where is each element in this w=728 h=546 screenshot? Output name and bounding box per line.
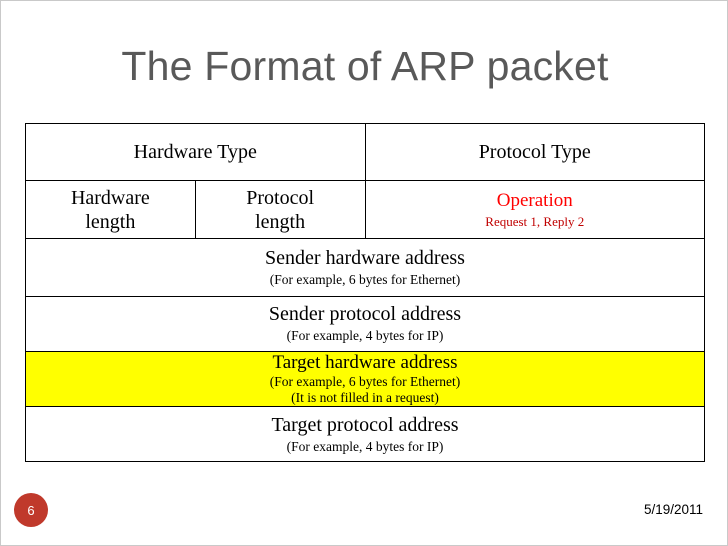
sender-hardware-address-label: Sender hardware address bbox=[265, 246, 465, 269]
cell-protocol-type: Protocol Type bbox=[364, 123, 705, 181]
table-row-sender-protocol-address: Sender protocol address (For example, 4 … bbox=[25, 296, 705, 352]
target-hardware-address-label: Target hardware address bbox=[272, 352, 458, 373]
page-number-badge: 6 bbox=[14, 493, 48, 527]
sender-protocol-address-label: Sender protocol address bbox=[268, 303, 462, 326]
cell-hardware-type: Hardware Type bbox=[25, 123, 366, 181]
target-hardware-address-sublabel-2: (It is not filled in a request) bbox=[291, 390, 439, 406]
protocol-length-label-line1: Protocol bbox=[246, 186, 315, 209]
target-protocol-address-sublabel: (For example, 4 bytes for IP) bbox=[286, 438, 444, 454]
protocol-type-label: Protocol Type bbox=[478, 140, 591, 163]
target-protocol-address-label: Target protocol address bbox=[271, 413, 459, 436]
cell-operation: Operation Request 1, Reply 2 bbox=[364, 180, 705, 239]
cell-hardware-length: Hardware length bbox=[25, 180, 196, 239]
cell-protocol-length: Protocol length bbox=[194, 180, 366, 239]
table-row-target-protocol-address: Target protocol address (For example, 4 … bbox=[25, 406, 705, 463]
table-row-sender-hardware-address: Sender hardware address (For example, 6 … bbox=[25, 238, 705, 297]
cell-target-hardware-address: Target hardware address (For example, 6 … bbox=[25, 350, 705, 408]
page-title: The Format of ARP packet bbox=[121, 43, 609, 89]
table-row-type: Hardware Type Protocol Type bbox=[25, 123, 705, 181]
sender-hardware-address-sublabel: (For example, 6 bytes for Ethernet) bbox=[269, 271, 461, 287]
hardware-length-label-line1: Hardware bbox=[70, 186, 150, 209]
table-row-length-operation: Hardware length Protocol length Operatio… bbox=[25, 180, 705, 239]
protocol-length-label-line2: length bbox=[255, 210, 306, 233]
cell-sender-protocol-address: Sender protocol address (For example, 4 … bbox=[25, 296, 705, 352]
arp-packet-table: Hardware Type Protocol Type Hardware len… bbox=[25, 123, 705, 463]
cell-target-protocol-address: Target protocol address (For example, 4 … bbox=[25, 406, 705, 463]
sender-protocol-address-sublabel: (For example, 4 bytes for IP) bbox=[286, 328, 444, 344]
cell-sender-hardware-address: Sender hardware address (For example, 6 … bbox=[25, 238, 705, 297]
target-hardware-address-sublabel: (For example, 6 bytes for Ethernet) bbox=[269, 373, 461, 389]
table-row-target-hardware-address: Target hardware address (For example, 6 … bbox=[25, 350, 705, 408]
hardware-type-label: Hardware Type bbox=[133, 140, 257, 163]
hardware-length-label-line2: length bbox=[85, 210, 136, 233]
operation-label: Operation bbox=[496, 189, 573, 211]
slide-date: 5/19/2011 bbox=[643, 502, 703, 517]
operation-sublabel: Request 1, Reply 2 bbox=[485, 213, 585, 229]
